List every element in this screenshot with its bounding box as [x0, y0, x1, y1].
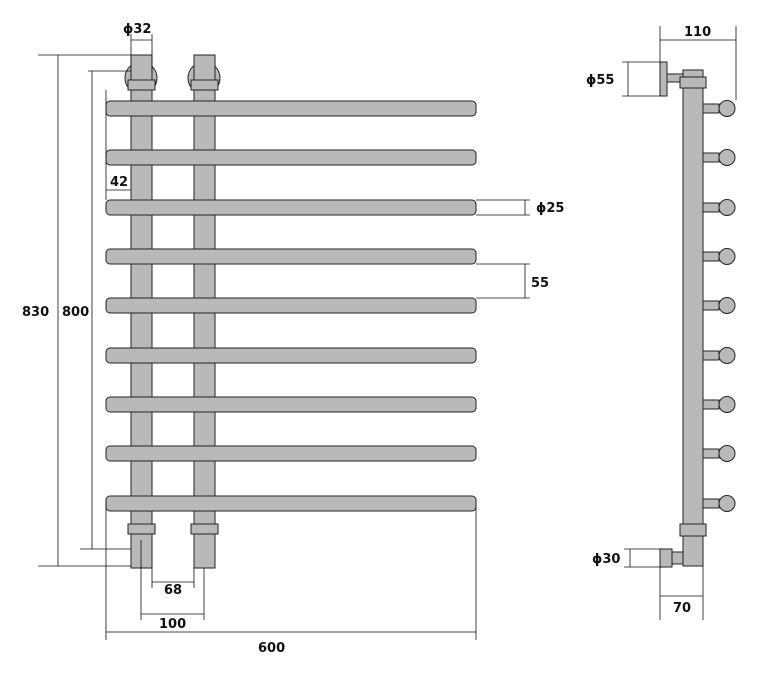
- right-bottom-coupling: [190, 523, 219, 535]
- horizontal-rail: [105, 100, 477, 117]
- right-top-coupling: [190, 79, 219, 91]
- dim-inner-spacing: 68: [164, 583, 182, 598]
- dim-depth: 110: [684, 25, 711, 40]
- dim-rail-height: 800: [62, 305, 89, 320]
- side-rail-stub: [702, 103, 720, 114]
- side-rail-end: [718, 100, 736, 117]
- side-rail-stub: [702, 399, 720, 410]
- side-bottom-connector-flange: [659, 548, 673, 568]
- dim-rail-offset: 42: [110, 175, 128, 190]
- dim-rail-spacing: 55: [531, 276, 549, 291]
- side-rail-end: [718, 495, 736, 512]
- dim-flange-diameter: ϕ55: [586, 73, 614, 88]
- side-rail-stub: [702, 300, 720, 311]
- horizontal-rail: [105, 495, 477, 512]
- side-view: 110 ϕ55 ϕ30 70: [586, 25, 737, 620]
- side-rail-end: [718, 199, 736, 216]
- dim-bottom-connector-diameter: ϕ30: [592, 552, 620, 567]
- side-rail-stub: [702, 448, 720, 459]
- horizontal-rail: [105, 445, 477, 462]
- dim-total-width: 600: [258, 641, 285, 656]
- side-rail-stub: [702, 251, 720, 262]
- dim-rail-diameter: ϕ25: [536, 201, 564, 216]
- side-rail-stub: [702, 202, 720, 213]
- side-rail-end: [718, 149, 736, 166]
- side-rail-end: [718, 347, 736, 364]
- horizontal-rail: [105, 248, 477, 265]
- front-view: ϕ32 42 ϕ25 55 830 800 68 100 600: [22, 22, 564, 656]
- side-top-coupling: [679, 76, 707, 89]
- horizontal-rail: [105, 199, 477, 216]
- dim-bottom-depth: 70: [673, 601, 691, 616]
- dim-top-pipe-diameter: ϕ32: [123, 22, 151, 37]
- horizontal-rails: [105, 100, 477, 512]
- front-dimension-lines: [38, 34, 530, 640]
- horizontal-rail: [105, 149, 477, 166]
- side-rail-end: [718, 297, 736, 314]
- side-wall-flange: [659, 61, 668, 97]
- side-rail-stub: [702, 350, 720, 361]
- side-vertical-pipe: [682, 69, 704, 567]
- side-rail-ends: [702, 100, 736, 512]
- side-dimension-lines: [622, 26, 737, 620]
- side-rail-stub: [702, 152, 720, 163]
- horizontal-rail: [105, 297, 477, 314]
- side-rail-end: [718, 248, 736, 265]
- left-top-coupling: [127, 79, 156, 91]
- side-rail-stub: [702, 498, 720, 509]
- side-rail-end: [718, 396, 736, 413]
- horizontal-rail: [105, 347, 477, 364]
- dim-total-height: 830: [22, 305, 49, 320]
- side-bottom-connector: [671, 551, 684, 565]
- horizontal-rail: [105, 396, 477, 413]
- left-bottom-coupling: [127, 523, 156, 535]
- dim-axis-spacing: 100: [159, 617, 186, 632]
- side-rail-end: [718, 445, 736, 462]
- side-bottom-coupling: [679, 523, 707, 537]
